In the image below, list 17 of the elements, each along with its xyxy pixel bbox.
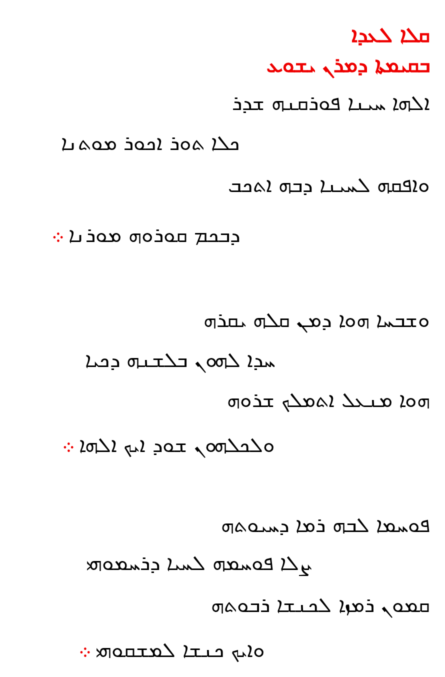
verse-end-mark: ܀ xyxy=(78,637,92,664)
verse-line: ܘܐܦܩܗ ܠܚܝܢܐ ܕܒܗ ܐܬܟܒ xyxy=(228,172,430,199)
verse-line: ܟܠܐ ܬܘܪ ܐܟܘܪ ܡܘܬܢܐ xyxy=(60,130,240,157)
verse-line: ܕܒܟܡ ܩܘܪܘܗ ܡܘܪܢܐ xyxy=(68,222,240,249)
verse-end-mark: ܀ xyxy=(52,222,65,249)
verse-line: ܘܠܟܠܗܘܢ ܫܘܕ ܐܝܟ ܐܠܗܐ xyxy=(78,432,275,460)
verse-line: ܐܠܗܐ ܚܝܢܐ ܦܘܪܩܢܗ ܫܕܪ xyxy=(232,90,430,117)
verse-line: ܦܘܚܡܐ ܠܒܗ ܪܡܐ ܕܚܝܘܬܗ xyxy=(220,512,430,539)
verse-line: ܗܘܐ ܡܢܥܠ ܐܬܡܠܟ ܫܪܘܗ xyxy=(226,387,430,414)
verse-line: ܘܫܒܚܐ ܗܘܐ ܕܡܢ ܩܠܗ ܝܩܪܗ xyxy=(203,307,430,335)
subtitle: ܒܩܝܡܬܐ ܕܡܪܢ ܝܫܘܥ xyxy=(266,52,430,80)
verse-line: ܩܡܘܢ ܪܡܙܐ ܠܟܢܫܐ ܪܒܘܬܗ xyxy=(210,592,430,620)
title: ܩܠܐ ܠܥܕܐ xyxy=(352,22,430,49)
verse-line: ܘܐܝܟ ܟܢܫܐ ܠܡܫܩܘܗܝ xyxy=(96,637,265,664)
verse-line: ܚܕܐ ܠܗܘܢ ܒܠܫܢܗ ܕܟܝܐ xyxy=(84,347,275,375)
verse-line: ܨܠܐ ܦܘܚܡܗ ܠܚܝܐ ܕܪܚܡܘܗܝ xyxy=(86,550,312,578)
verse-end-mark: ܀ xyxy=(62,432,75,459)
